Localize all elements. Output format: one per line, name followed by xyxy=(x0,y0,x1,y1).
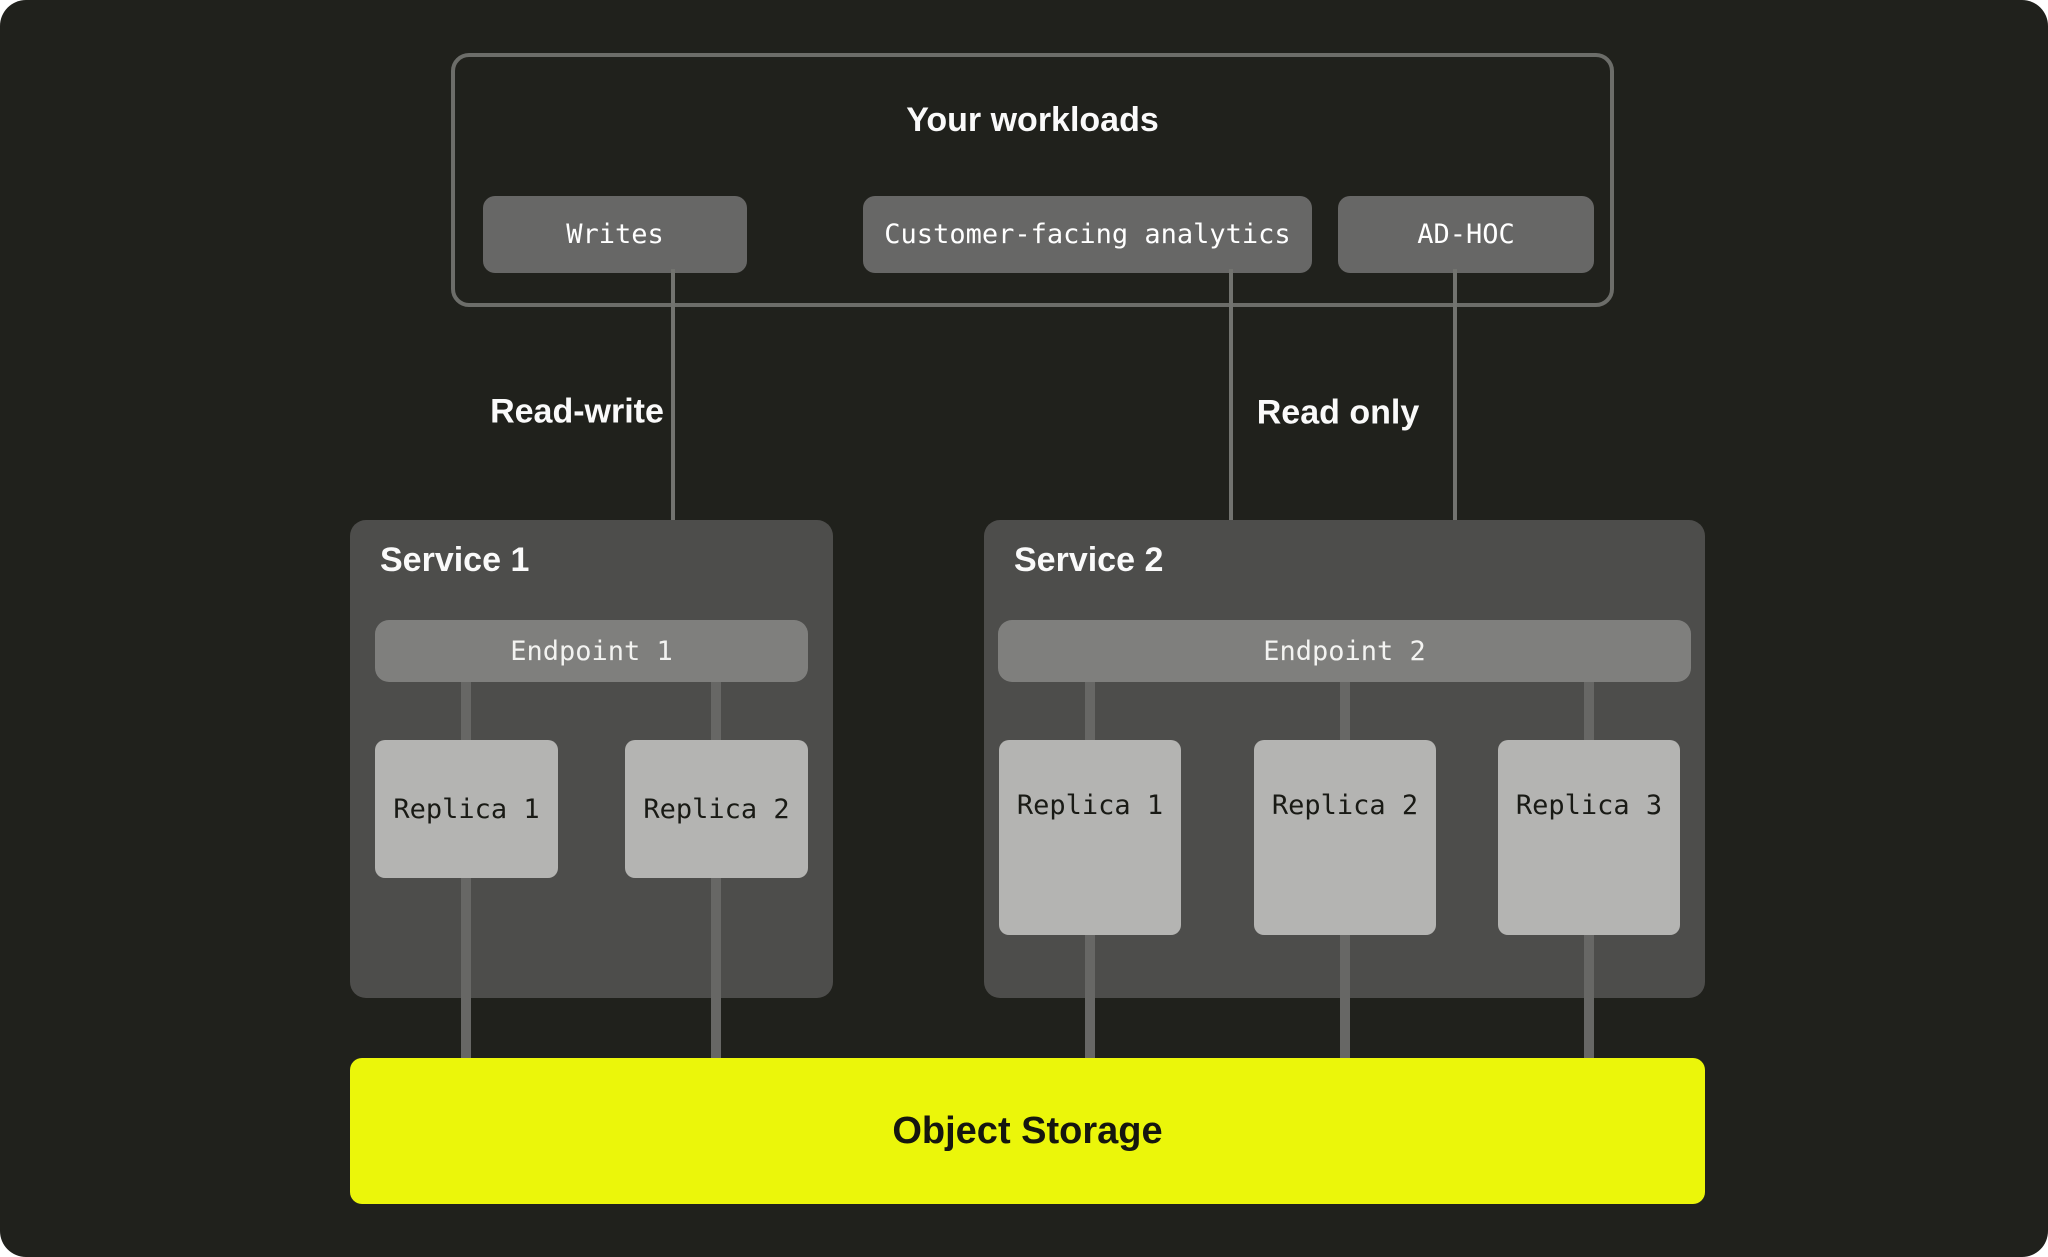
read-only-label: Read only xyxy=(1256,393,1420,432)
workload-chip-ad-hoc[interactable]: AD-HOC xyxy=(1338,196,1594,273)
workloads-title: Your workloads xyxy=(906,101,1159,139)
object-storage-bar: Object Storage xyxy=(350,1058,1705,1204)
workload-chip-writes[interactable]: Writes xyxy=(483,196,747,273)
service-1-replica-1: Replica 1 xyxy=(375,740,558,878)
service-1-title: Service 1 xyxy=(380,541,530,579)
workloads-box: Your workloads Writes Customer-facing an… xyxy=(451,53,1614,307)
service-2-endpoint: Endpoint 2 xyxy=(998,620,1691,682)
service-2-replica-2: Replica 2 xyxy=(1254,740,1436,935)
service-2-title: Service 2 xyxy=(1014,541,1164,579)
arrow-line-analytics-to-endpoint2 xyxy=(1229,269,1233,585)
service-1-endpoint: Endpoint 1 xyxy=(375,620,808,682)
service-1-panel: Service 1 Endpoint 1 Replica 1 Replica 2 xyxy=(350,520,833,998)
service-2-panel: Service 2 Endpoint 2 Replica 1 Replica 2… xyxy=(984,520,1705,998)
service-1-replica-2: Replica 2 xyxy=(625,740,808,878)
read-write-label: Read-write xyxy=(490,392,664,431)
workload-chip-customer-facing-analytics[interactable]: Customer-facing analytics xyxy=(863,196,1312,273)
arrow-line-writes-to-endpoint1 xyxy=(671,269,675,585)
service-2-replica-3: Replica 3 xyxy=(1498,740,1680,935)
arrow-line-adhoc-to-endpoint2 xyxy=(1453,269,1457,585)
service-2-replica-1: Replica 1 xyxy=(999,740,1181,935)
object-storage-label: Object Storage xyxy=(892,1109,1163,1152)
